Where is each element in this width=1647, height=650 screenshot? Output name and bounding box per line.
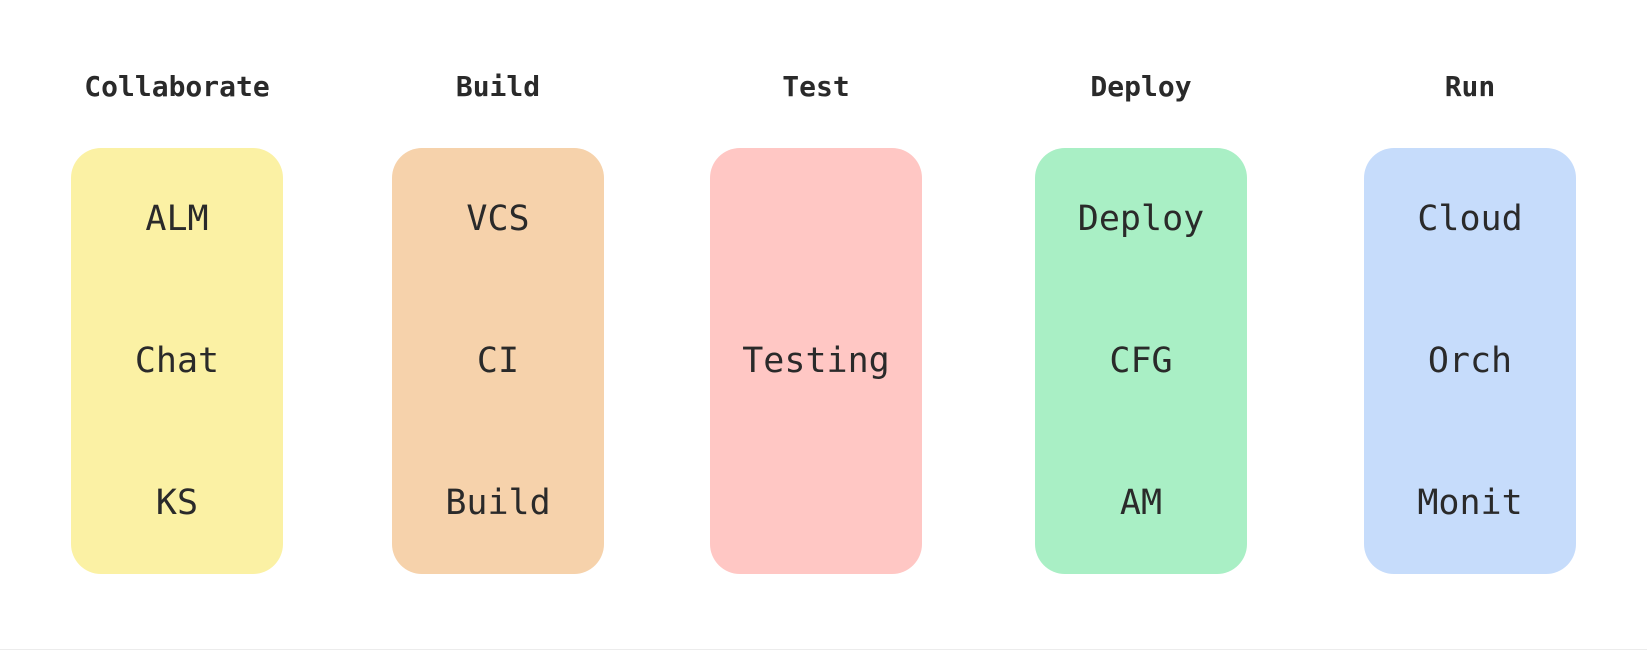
- stage-item-label: AM: [1119, 483, 1163, 523]
- stage-title: Deploy: [1090, 70, 1192, 103]
- stage-item-label: ALM: [145, 199, 209, 239]
- stage-item-label: CI: [476, 341, 520, 381]
- stage-collaborate: Collaborate ALM Chat KS: [71, 70, 283, 574]
- stage-run: Run Cloud Orch Monit: [1364, 70, 1576, 574]
- stage-item-label: CFG: [1109, 341, 1173, 381]
- stage-item-label: Cloud: [1417, 199, 1523, 239]
- stage-title: Test: [782, 70, 850, 103]
- stage-title: Build: [455, 70, 541, 103]
- stage-item-label: Chat: [134, 341, 220, 381]
- stage-item-label: Deploy: [1077, 199, 1205, 239]
- stage-box: ALM Chat KS: [71, 148, 283, 574]
- stage-test: Test Testing: [710, 70, 922, 574]
- stage-box: VCS CI Build: [392, 148, 604, 574]
- stage-title: Run: [1444, 70, 1496, 103]
- stage-deploy: Deploy Deploy CFG AM: [1035, 70, 1247, 574]
- stage-item-label: [710, 148, 922, 290]
- stage-title: Collaborate: [84, 70, 270, 103]
- stage-item-label: Monit: [1417, 483, 1523, 523]
- stage-item-label: Orch: [1427, 341, 1513, 381]
- stage-item-label: Testing: [742, 341, 890, 381]
- stage-item-label: VCS: [466, 199, 530, 239]
- stage-box: Cloud Orch Monit: [1364, 148, 1576, 574]
- stage-box: Deploy CFG AM: [1035, 148, 1247, 574]
- stage-item-label: KS: [155, 483, 199, 523]
- stage-build: Build VCS CI Build: [392, 70, 604, 574]
- stage-item-label: [710, 432, 922, 574]
- stage-item-label: Build: [445, 483, 551, 523]
- stage-box: Testing: [710, 148, 922, 574]
